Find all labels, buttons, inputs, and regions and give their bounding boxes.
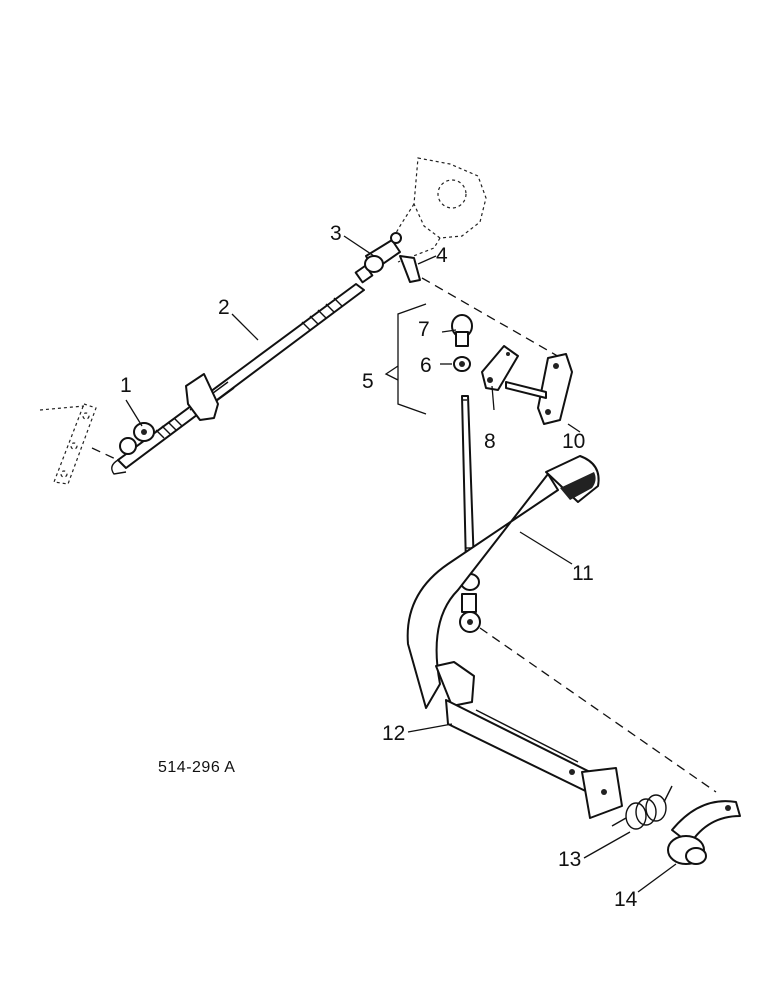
bracket-5 [384, 303, 427, 415]
part-7-pivot [451, 314, 473, 347]
centerline-left [91, 447, 123, 463]
callout-11: 11 [572, 562, 594, 585]
part-10-plate [505, 353, 573, 425]
callout-3: 3 [330, 222, 342, 245]
callout-13: 13 [558, 848, 581, 871]
left-bracket-ghost [39, 403, 97, 485]
vertical-rod [461, 395, 475, 567]
part-3-rod-end [364, 232, 402, 273]
callout-6: 6 [420, 354, 432, 377]
callout-10: 10 [562, 430, 585, 453]
part-14-quadrant [667, 800, 741, 865]
drawing-number: 514-296 A [158, 759, 235, 776]
callout-7: 7 [418, 318, 430, 341]
part-2-rod [111, 264, 374, 475]
part-8-lever [481, 345, 519, 391]
callout-8: 8 [484, 430, 496, 453]
callout-14: 14 [614, 888, 638, 911]
callout-2: 2 [218, 296, 230, 319]
callout-5: 5 [362, 370, 374, 393]
part-1-nuts [119, 422, 155, 455]
leader-lines [125, 235, 677, 893]
part-11-hand-lever [406, 455, 600, 709]
rod-yoke [185, 373, 219, 421]
rod-end-swivel [459, 573, 481, 633]
centerline-upper [421, 277, 569, 363]
callout-1: 1 [120, 374, 132, 397]
part-13-spring [611, 785, 673, 830]
part-12-bracket [435, 661, 623, 819]
part-4-clip [399, 255, 421, 283]
callout-4: 4 [436, 244, 448, 267]
rod-thread [155, 297, 343, 439]
part-6-washer [453, 356, 471, 372]
centerline-lower [479, 627, 717, 793]
callout-12: 12 [382, 722, 405, 745]
